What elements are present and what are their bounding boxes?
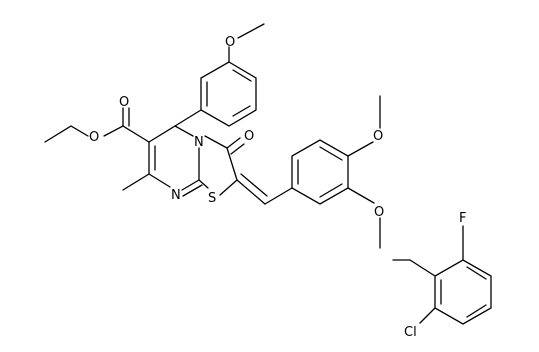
bond-s-c8a bbox=[198, 179, 209, 189]
bond-c2-ch-double bbox=[240, 173, 268, 197]
atom-cl: Cl bbox=[404, 325, 417, 340]
bond-ch-aryl bbox=[264, 187, 293, 205]
atom-n-ring: N bbox=[194, 135, 204, 150]
anisyl-ring bbox=[200, 61, 257, 127]
bond-c6-carbonyl bbox=[122, 125, 150, 143]
bond-c2-ch bbox=[236, 179, 266, 205]
bond-n8-c8a-double bbox=[182, 184, 203, 197]
halophenyl-ring-double-3 bbox=[466, 266, 487, 280]
atom-o-ester-ether: O bbox=[89, 130, 99, 145]
bond-c7-methyl bbox=[122, 173, 150, 191]
atom-n-imine: N bbox=[171, 188, 181, 203]
benzylidene-ring-double-3 bbox=[319, 183, 343, 198]
bond-c3-c2 bbox=[226, 147, 238, 181]
atom-o-methoxy-right: O bbox=[373, 129, 383, 144]
bond-ester-c-o bbox=[103, 125, 124, 137]
benzylidene-ring-double-2 bbox=[319, 146, 343, 161]
anisyl-ring-double-1 bbox=[232, 69, 252, 82]
halophenyl-ring-double-2 bbox=[466, 304, 487, 318]
bond-aryl-o-right bbox=[347, 141, 374, 157]
bond-n8-c8a bbox=[181, 179, 200, 191]
bond-anisyl-c5 bbox=[174, 109, 202, 127]
atom-o-ester-carbonyl: O bbox=[119, 95, 129, 110]
bond-methyl-o-top bbox=[237, 23, 265, 39]
atom-o-methoxy-top: O bbox=[225, 35, 235, 50]
bond-n4-c3 bbox=[204, 135, 228, 149]
atom-o-ketone: O bbox=[244, 129, 254, 144]
bonds bbox=[44, 23, 492, 325]
bond-ester-o-ch2 bbox=[70, 125, 89, 137]
bond-ethyl-ch2-ch3 bbox=[44, 125, 72, 143]
bond-c-cl bbox=[419, 307, 436, 324]
atom-o-benzyl-ether: O bbox=[374, 205, 384, 220]
bond-c7-n8 bbox=[148, 173, 171, 188]
bond-c2-s bbox=[219, 179, 238, 196]
bond-n4-c5 bbox=[174, 125, 194, 137]
atom-labels: O O O N N S O O O F Cl bbox=[89, 35, 466, 340]
atom-s-ring: S bbox=[208, 191, 216, 206]
bond-ch2-ar bbox=[409, 259, 436, 277]
halophenyl-ring bbox=[434, 259, 492, 325]
bond-c5-c6 bbox=[148, 125, 176, 143]
bond-c3-o bbox=[226, 137, 241, 149]
anisyl-ring-double-2 bbox=[232, 105, 251, 117]
benzylidene-ring bbox=[291, 139, 349, 205]
bond-aryl-o-benzyl bbox=[347, 187, 375, 204]
atom-f: F bbox=[459, 211, 466, 226]
bond-c3-o-double bbox=[230, 143, 245, 155]
